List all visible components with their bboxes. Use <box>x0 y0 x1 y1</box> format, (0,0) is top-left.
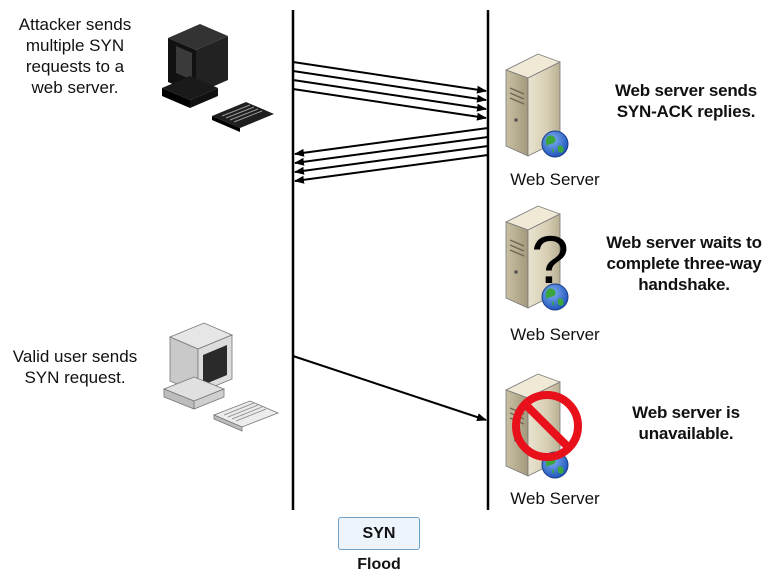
syn-request-arrows <box>292 61 487 121</box>
syn-arrow <box>292 70 487 103</box>
attacker-note-line: requests to a <box>25 57 125 76</box>
question-mark: ? <box>531 222 569 298</box>
server-note-line: SYN-ACK replies. <box>616 102 756 121</box>
server-note-line: complete three-way <box>606 254 762 273</box>
globe-icon <box>541 130 569 158</box>
syn-arrow <box>292 88 487 121</box>
syn-flood-diagram: ? <box>162 10 582 510</box>
syn-arrow <box>292 61 487 94</box>
diagram-caption: SYN Flood <box>338 517 420 573</box>
server-caption: Web Server <box>510 325 600 344</box>
server-caption: Web Server <box>510 170 600 189</box>
server-note-line: Web server is <box>632 403 740 422</box>
server-note-line: unavailable. <box>638 424 734 443</box>
valid-user-note-line: SYN request. <box>24 368 126 387</box>
attacker-computer-icon <box>162 24 274 132</box>
valid-user-computer-icon <box>162 322 280 432</box>
valid-user-note: Valid user sends SYN request. <box>0 346 150 388</box>
server-note-line: handshake. <box>638 275 730 294</box>
server-note-waits: Web server waits to complete three-way h… <box>592 232 776 295</box>
attacker-note-line: web server. <box>31 78 119 97</box>
syn-ack-arrow <box>294 154 489 184</box>
attacker-note-line: Attacker sends <box>18 15 132 34</box>
server-note-unavailable: Web server is unavailable. <box>596 402 776 444</box>
web-server-icon <box>505 53 569 158</box>
valid-user-note-line: Valid user sends <box>12 347 138 366</box>
prohibited-icon <box>512 391 582 461</box>
server-note-line: Web server sends <box>614 81 757 100</box>
syn-ack-arrow <box>294 136 489 166</box>
syn-ack-arrows <box>294 127 489 184</box>
server-note-line: Web server waits to <box>606 233 762 252</box>
valid-syn-arrow <box>292 355 487 421</box>
syn-arrow <box>292 79 487 112</box>
server-caption: Web Server <box>510 489 600 508</box>
attacker-note: Attacker sends multiple SYN requests to … <box>0 14 150 98</box>
syn-ack-arrow <box>294 145 489 175</box>
syn-ack-arrow <box>294 127 489 157</box>
server-note-syn-ack: Web server sends SYN-ACK replies. <box>596 80 776 122</box>
attacker-note-line: multiple SYN <box>25 36 125 55</box>
